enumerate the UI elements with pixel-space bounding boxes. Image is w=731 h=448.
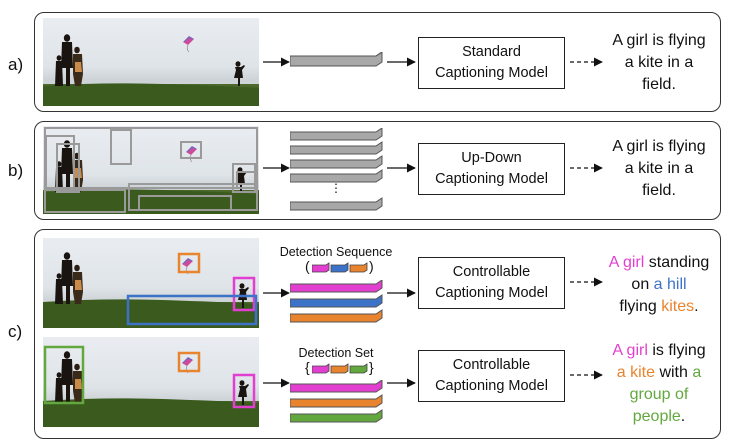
feature-ellipsis: ⋮: [330, 181, 342, 195]
caption-segment: flying: [619, 298, 662, 315]
photo-b: [43, 126, 259, 214]
arrow-c2-1: [263, 378, 290, 388]
caption-line: flying kites.: [600, 296, 718, 318]
feature-stack-a: [290, 52, 383, 67]
controllable-captioning-model-set: Controllable Captioning Model: [418, 350, 565, 402]
caption-segment: A girl: [608, 254, 645, 271]
feature-stack-c-set: [290, 380, 383, 423]
dashed-arrow-b: [570, 163, 603, 173]
photo-c-sequence: [43, 238, 259, 328]
detection-sequence-header: Detection Sequence: [279, 245, 393, 259]
caption-line: A girl is flying: [600, 340, 718, 362]
model-line-2: Captioning Model: [435, 378, 548, 394]
controllable-captioning-model-sequence: Controllable Captioning Model: [418, 257, 565, 309]
caption-segment: a hill: [653, 276, 687, 293]
caption-line: group of: [600, 384, 718, 406]
panel-b-label: b): [8, 161, 24, 180]
model-line-1: Standard: [462, 44, 521, 60]
caption-segment: is flying: [647, 342, 706, 359]
caption-line: field.: [642, 182, 676, 199]
photo-a: [43, 18, 259, 106]
model-line-2: Captioning Model: [435, 65, 548, 81]
caption-segment: kites: [661, 298, 695, 315]
arrow-b-1: [263, 163, 290, 173]
up-down-captioning-model: Up-Down Captioning Model: [418, 143, 565, 195]
sequence-tokens: ( ): [305, 258, 375, 277]
open-paren: (: [305, 258, 310, 274]
caption-b: A girl is flying a kite in a field.: [600, 136, 718, 202]
caption-segment: on: [631, 276, 654, 293]
close-brace: }: [369, 359, 374, 375]
photo-c-set: [43, 337, 259, 427]
caption-segment: people: [632, 408, 681, 425]
open-brace: {: [305, 359, 310, 375]
arrow-c2-2: [387, 378, 416, 388]
caption-segment: with: [655, 364, 693, 381]
arrow-a-1: [263, 57, 290, 67]
caption-line: a kite in a: [624, 160, 694, 177]
caption-line: on a hill: [600, 274, 718, 296]
set-tokens: { }: [305, 359, 375, 378]
arrow-c1-1: [263, 288, 290, 298]
dashed-arrow-c2: [570, 370, 603, 380]
feature-stack-c-sequence: [290, 280, 383, 323]
detection-set-header: Detection Set: [298, 346, 374, 360]
panel-c-label: c): [8, 322, 23, 341]
caption-segment: standing: [644, 254, 710, 271]
dashed-arrow-a: [570, 57, 603, 67]
caption-line: people.: [600, 406, 718, 428]
caption-segment: a: [692, 364, 702, 381]
model-line-2: Captioning Model: [435, 171, 548, 187]
caption-segment: group of: [629, 386, 689, 403]
caption-line: a kite in a: [624, 54, 694, 71]
caption-line: A girl standing: [600, 252, 718, 274]
caption-line: field.: [642, 76, 676, 93]
feature-stack-b: [290, 128, 383, 211]
model-line-1: Controllable: [452, 357, 531, 373]
model-line-1: Controllable: [452, 264, 531, 280]
caption-a: A girl is flying a kite in a field.: [600, 30, 718, 96]
dashed-arrow-c1: [570, 277, 603, 287]
caption-segment: A girl: [612, 342, 648, 359]
model-line-1: Up-Down: [461, 150, 522, 166]
model-line-2: Captioning Model: [435, 285, 548, 301]
close-paren: ): [369, 258, 374, 274]
arrow-b-2: [387, 163, 416, 173]
caption-line: A girl is flying: [612, 138, 706, 155]
caption-segment: .: [694, 298, 699, 315]
caption-line: a kite with a: [600, 362, 718, 384]
arrow-c1-2: [387, 288, 416, 298]
caption-segment: a kite: [616, 364, 655, 381]
caption-segment: .: [680, 408, 686, 425]
arrow-a-2: [387, 57, 416, 67]
standard-captioning-model: Standard Captioning Model: [418, 37, 565, 89]
caption-line: A girl is flying: [612, 32, 706, 49]
panel-a-label: a): [8, 55, 24, 74]
